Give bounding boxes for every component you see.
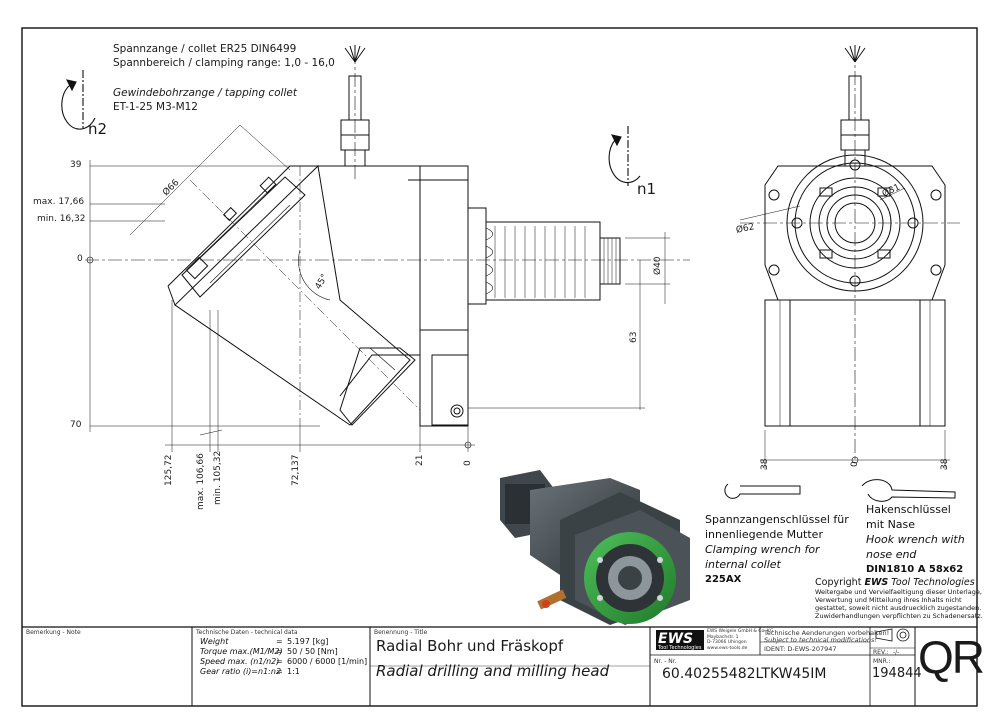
tech-label-torque: Torque max.(M1/M2) bbox=[200, 647, 283, 656]
tech-sep: = bbox=[276, 647, 283, 656]
title-label: Benennung - Title bbox=[374, 629, 428, 636]
copyright-line: gestattet, soweit nicht ausdruecklich zu… bbox=[815, 604, 982, 612]
dim-min-16: min. 16,32 bbox=[37, 214, 86, 224]
copyright-line: Zuwiderhandlungen verpflichten zu Schade… bbox=[815, 612, 983, 620]
dim-dia-40: Ø40 bbox=[653, 256, 663, 275]
company-line: Maybachstr. 1 bbox=[707, 634, 739, 640]
tech-value-speed: 6000 / 6000 [1/min] bbox=[287, 657, 368, 666]
part-number: 60.40255482LTKW45IM bbox=[662, 666, 827, 682]
ews-logo-mark bbox=[656, 630, 704, 650]
hook-wrench-info: Hakenschlüssel mit Nase Hook wrench with… bbox=[866, 502, 965, 577]
hook-wrench-line2: mit Nase bbox=[866, 518, 916, 531]
dim-38-right: 38 bbox=[940, 458, 950, 470]
rotation-symbol-n1 bbox=[608, 126, 641, 186]
dim-38-left: 38 bbox=[760, 458, 770, 470]
projection-symbol-icon bbox=[875, 628, 910, 642]
dim-70: 70 bbox=[70, 420, 82, 430]
mnr-number: 194844 bbox=[872, 666, 922, 681]
change-note-en: Subject to technical modifications! bbox=[764, 636, 877, 644]
copyright-line: Weitergabe und Vervielfaeltigung dieser … bbox=[815, 588, 982, 596]
collet-wrench-line2: innenliegende Mutter bbox=[705, 528, 823, 541]
dim-min-105-32: min. 105,32 bbox=[213, 450, 223, 505]
rev-label: REV.: bbox=[873, 649, 889, 656]
company-address: EWS Weigele GmbH & Co. KG Maybachstr. 1 … bbox=[707, 629, 773, 651]
dim-72-137: 72,137 bbox=[291, 454, 301, 487]
tech-sep: = bbox=[276, 667, 283, 676]
copyright-company: Tool Technologies bbox=[888, 577, 975, 588]
collet-wrench-sketch bbox=[724, 483, 801, 499]
collet-wrench-line1: Spannzangenschlüssel für bbox=[705, 513, 849, 526]
collet-note: Spannzange / collet ER25 DIN6499 bbox=[113, 43, 297, 55]
hook-wrench-line4: nose end bbox=[866, 548, 917, 561]
hook-wrench-code: DIN1810 A 58x62 bbox=[866, 564, 964, 575]
hook-wrench-line1: Hakenschlüssel bbox=[866, 503, 951, 516]
side-view bbox=[85, 45, 690, 452]
company-line: EWS Weigele GmbH & Co. KG bbox=[707, 629, 774, 634]
collet-wrench-info: Spannzangenschlüssel für innenliegende M… bbox=[705, 512, 849, 587]
render-3d bbox=[500, 470, 690, 625]
company-line: www.ews-tools.de bbox=[707, 645, 748, 651]
tech-value-torque: 50 / 50 [Nm] bbox=[287, 647, 338, 656]
dim-63: 63 bbox=[629, 331, 639, 343]
change-note-de: Technische Aenderungen vorbehalten! bbox=[764, 629, 890, 637]
rotation-symbol-n2 bbox=[61, 70, 96, 130]
dim-zero-bottom: 0 bbox=[463, 460, 473, 466]
tech-label-gear: Gear ratio (i)=n1:n2 bbox=[200, 667, 282, 676]
collet-wrench-line3: Clamping wrench for bbox=[705, 543, 820, 556]
hook-wrench-sketch bbox=[861, 479, 956, 502]
tech-value-gear: 1:1 bbox=[287, 667, 300, 676]
copyright-heading: Copyright EWS Tool Technologies bbox=[815, 577, 983, 588]
front-view bbox=[739, 45, 960, 470]
title-block-frame bbox=[22, 626, 977, 706]
copyright-line: Verwertung und Mitteilung ihres Inhalts … bbox=[815, 596, 962, 604]
copyright-brand: EWS bbox=[864, 577, 889, 588]
company-line: D-73066 Uhingen bbox=[707, 640, 747, 645]
rev-value: -/- bbox=[893, 649, 900, 656]
mnr-label: MNR.: bbox=[873, 658, 891, 665]
tech-sep: = bbox=[276, 637, 283, 646]
title-english: Radial drilling and milling head bbox=[376, 662, 610, 680]
dim-zero-front: 0 bbox=[850, 461, 860, 467]
rotation-label-n1: n1 bbox=[637, 180, 657, 198]
qr-mark: QR bbox=[918, 631, 985, 683]
hook-wrench-line3: Hook wrench with bbox=[866, 533, 965, 546]
clamping-range-note: Spannbereich / clamping range: 1,0 - 16,… bbox=[113, 57, 335, 69]
nr-label: Nr. - Nr. bbox=[654, 658, 677, 665]
tech-label-weight: Weight bbox=[200, 637, 229, 646]
copyright-block: Copyright EWS Tool Technologies Weiterga… bbox=[815, 577, 983, 620]
border-frame bbox=[21, 27, 978, 707]
title-german: Radial Bohr und Fräskopf bbox=[376, 637, 564, 655]
tapping-collet-note: Gewindebohrzange / tapping collet bbox=[113, 87, 297, 99]
dim-125-72: 125,72 bbox=[164, 454, 174, 487]
dim-max-17: max. 17,66 bbox=[33, 197, 85, 207]
ews-logo-text: EWS bbox=[658, 631, 694, 647]
tapping-spec-note: ET-1-25 M3-M12 bbox=[113, 101, 198, 113]
tech-value-weight: 5.197 [kg] bbox=[287, 637, 329, 646]
tech-sep: = bbox=[276, 657, 283, 666]
collet-wrench-line4: internal collet bbox=[705, 558, 781, 571]
dim-21: 21 bbox=[415, 454, 425, 466]
dim-39: 39 bbox=[70, 160, 82, 170]
tech-label-speed: Speed max. (n1/n2) bbox=[200, 657, 280, 666]
dim-max-106-66: max. 106,66 bbox=[196, 453, 206, 510]
dim-zero-left: 0 bbox=[77, 254, 83, 264]
remark-label: Bemerkung - Note bbox=[26, 629, 81, 636]
ews-logo-sub: Tool Technologies bbox=[658, 645, 702, 651]
collet-wrench-code: 225AX bbox=[705, 574, 742, 585]
tech-data-label: Technische Daten - technical data bbox=[196, 629, 298, 636]
ident-number: IDENT: D-EWS-207947 bbox=[764, 645, 837, 653]
rotation-label-n2: n2 bbox=[88, 120, 108, 138]
copyright-prefix: Copyright bbox=[815, 577, 865, 588]
